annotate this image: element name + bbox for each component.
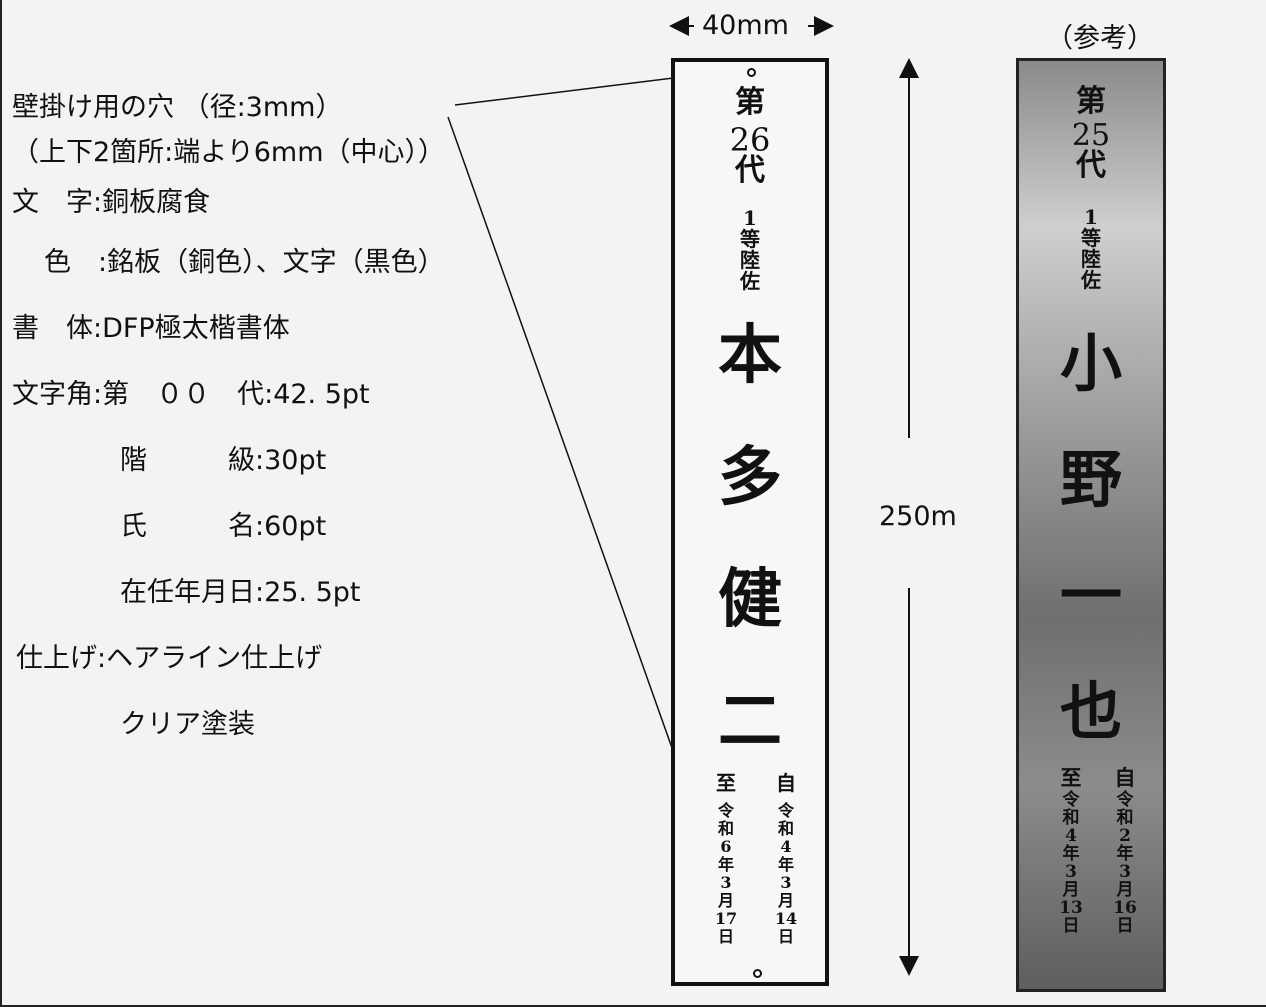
spec-typeface: 書 体:DFP極太楷書体 <box>12 313 290 344</box>
reference-nameplate-photo: 第 25 代 1 等 陸 佐 小 野 一 也 至 令 和 4 年 3 月 13 … <box>1016 58 1166 992</box>
height-dimension-label: 250m <box>879 501 957 532</box>
plate-end-date: 至 令 和 6 年 3 月 17 日 <box>714 771 738 946</box>
width-dimension-label: 40mm <box>702 10 789 41</box>
reference-rank: 1 等 陸 佐 <box>1081 205 1101 292</box>
spec-hole: 壁掛け用の穴 （径:3mm） <box>12 92 343 123</box>
spec-size-dates: 在任年月日:25. 5pt <box>120 577 361 608</box>
reference-generation: 第 25 代 <box>1071 84 1111 183</box>
spec-hole-position: （上下2箇所:端より6mm（中心）） <box>12 137 446 168</box>
spec-coating: クリア塗装 <box>120 709 255 740</box>
reference-label: （参考） <box>1046 23 1154 54</box>
spec-size-name: 氏 名:60pt <box>120 511 327 542</box>
spec-color: 色 :銘板（銅色）、文字（黒色） <box>44 247 445 278</box>
spec-characters: 文 字:銅板腐食 <box>12 187 211 218</box>
nameplate-drawing: 第 26 代 1 等 陸 佐 本 多 健 二 至 令 和 6 年 3 月 17 … <box>671 58 829 986</box>
spec-finish: 仕上げ:ヘアライン仕上げ <box>16 643 323 674</box>
plate-generation: 第 26 代 <box>729 85 771 188</box>
bottom-hole-icon <box>753 969 762 978</box>
reference-name: 小 野 一 也 <box>1059 327 1122 748</box>
reference-end-date: 至 令 和 4 年 3 月 13 日 <box>1059 765 1083 936</box>
reference-start-date: 自 令 和 2 年 3 月 16 日 <box>1113 765 1137 936</box>
spec-size-rank: 階 級:30pt <box>120 445 327 476</box>
spec-size-generation: 文字角:第 ００ 代:42. 5pt <box>12 379 370 410</box>
plate-start-date: 自 令 和 4 年 3 月 14 日 <box>774 771 798 946</box>
plate-name: 本 多 健 二 <box>718 318 782 759</box>
plate-rank: 1 等 陸 佐 <box>740 206 760 293</box>
top-hole-icon <box>747 68 756 77</box>
